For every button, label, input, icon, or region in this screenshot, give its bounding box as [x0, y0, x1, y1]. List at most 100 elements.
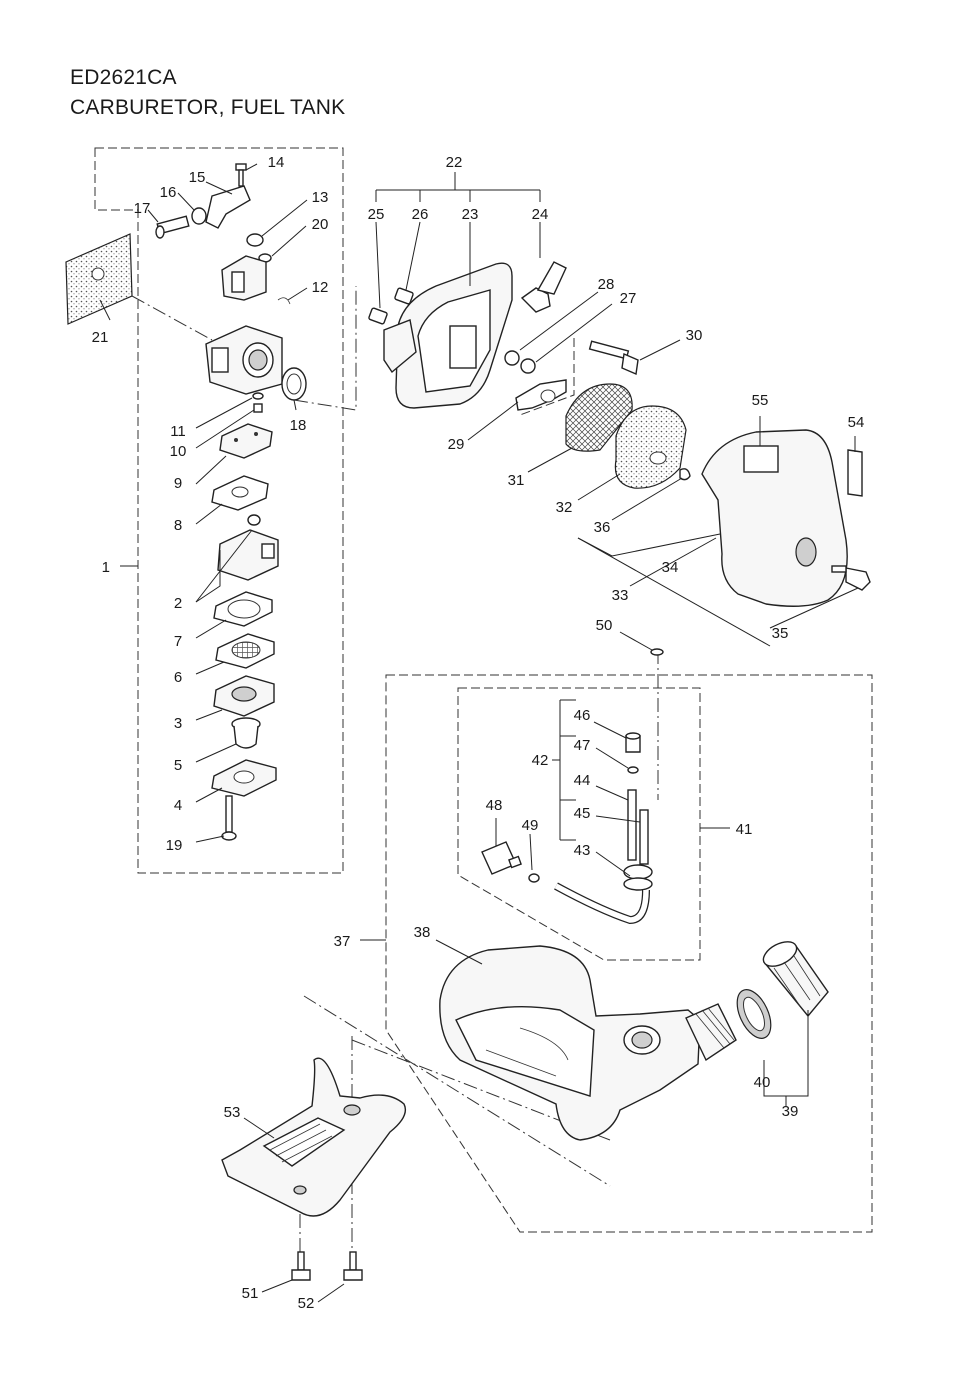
label-54	[847, 449, 863, 497]
callout-16: 16	[160, 184, 177, 201]
callout-26: 26	[412, 206, 429, 223]
cap-13	[246, 233, 264, 247]
callout-39: 39	[782, 1103, 799, 1120]
air-cleaner-cover-34	[701, 429, 848, 607]
callout-55: 55	[752, 392, 769, 409]
o-ring-50	[650, 648, 664, 656]
bushing-25	[368, 307, 388, 325]
callout-47: 47	[574, 737, 591, 754]
callout-11: 11	[170, 423, 186, 440]
callout-33: 33	[612, 587, 629, 604]
fuel-pickup-parts	[481, 732, 653, 925]
carburetor-body-2	[217, 529, 279, 581]
gasket-40	[736, 989, 772, 1039]
callout-54: 54	[848, 414, 865, 431]
callout-35: 35	[772, 625, 789, 642]
callout-22: 22	[446, 154, 463, 171]
callout-36: 36	[594, 519, 611, 536]
fuel-pickup-leaders	[360, 699, 730, 941]
callout-28: 28	[598, 276, 615, 293]
gasket-7	[213, 591, 273, 627]
callout-15: 15	[189, 169, 206, 186]
callout-42: 42	[532, 752, 549, 769]
guard-leaders	[243, 1117, 345, 1303]
callout-37: 37	[334, 933, 351, 950]
callout-19: 19	[166, 837, 183, 854]
callout-50: 50	[596, 617, 613, 634]
bracket-29	[515, 379, 567, 411]
fuel-tank-38	[439, 945, 737, 1141]
air-cleaner-leaders	[375, 172, 859, 651]
screw-17	[155, 215, 190, 239]
cover-3	[213, 675, 275, 717]
clip-12	[277, 297, 291, 305]
fuel-pickup-frame	[457, 687, 701, 961]
callout-12: 12	[312, 279, 329, 296]
washer-28	[504, 350, 520, 366]
fuel-tank-assembly-frame	[385, 674, 873, 1233]
callout-4: 4	[174, 797, 182, 814]
bracket-15	[205, 185, 251, 229]
callout-46: 46	[574, 707, 591, 724]
carburetor-leaders	[99, 163, 308, 843]
callout-27: 27	[620, 290, 637, 307]
bolt-30	[588, 340, 639, 376]
diagram-subtitle: CARBURETOR, FUEL TANK	[70, 96, 346, 119]
callout-1: 1	[102, 559, 110, 576]
callout-40: 40	[754, 1074, 771, 1091]
fuel-cap-39	[762, 941, 829, 1018]
clip-36	[679, 468, 691, 481]
fuel-tank-leaders	[435, 939, 809, 1106]
model-number: ED2621CA	[70, 66, 177, 89]
air-cleaner-bracket-frame	[519, 338, 575, 416]
gasket-18	[281, 367, 307, 401]
diaphragm-6	[215, 633, 275, 669]
callout-45: 45	[574, 805, 591, 822]
tank-guard-53	[221, 1057, 407, 1217]
callout-numbers: 1 2 3 4 5 6 7 8 9 10 11 12 13 14 15 16 1…	[92, 154, 865, 1312]
callout-48: 48	[486, 797, 503, 814]
carburetor-body	[205, 325, 283, 395]
callout-43: 43	[574, 842, 591, 859]
callout-23: 23	[462, 206, 479, 223]
callout-17: 17	[134, 200, 151, 217]
bolt-51	[291, 1251, 311, 1281]
air-cleaner-case-23	[383, 262, 513, 409]
callout-53: 53	[224, 1104, 241, 1121]
air-filter-21	[65, 233, 133, 325]
callout-5: 5	[174, 757, 182, 774]
callout-44: 44	[574, 772, 591, 789]
callout-14: 14	[268, 154, 285, 171]
callout-6: 6	[174, 669, 182, 686]
callout-25: 25	[368, 206, 385, 223]
callout-10: 10	[170, 443, 187, 460]
bushing-26	[394, 287, 414, 305]
bolt-19	[221, 795, 237, 841]
callout-32: 32	[556, 499, 573, 516]
callout-52: 52	[298, 1295, 315, 1312]
callout-21: 21	[92, 329, 109, 346]
callout-24: 24	[532, 206, 549, 223]
o-ring-11	[252, 392, 264, 400]
callout-29: 29	[448, 436, 465, 453]
callout-3: 3	[174, 715, 182, 732]
knob-35	[831, 565, 871, 591]
callout-18: 18	[290, 417, 307, 434]
callout-51: 51	[242, 1285, 259, 1302]
callout-20: 20	[312, 216, 329, 233]
bolt-52	[343, 1251, 363, 1281]
screen-31	[565, 383, 633, 452]
callout-8: 8	[174, 517, 182, 534]
screw-14	[235, 163, 247, 187]
pump-cover-9	[219, 423, 273, 459]
element-32	[614, 405, 687, 489]
callout-41: 41	[736, 821, 753, 838]
callout-2: 2	[174, 595, 182, 612]
carburetor-assembly-frame	[94, 147, 344, 874]
callout-34: 34	[662, 559, 679, 576]
callout-13: 13	[312, 189, 329, 206]
callout-30: 30	[686, 327, 703, 344]
flange-4	[211, 759, 277, 797]
callout-31: 31	[508, 472, 525, 489]
